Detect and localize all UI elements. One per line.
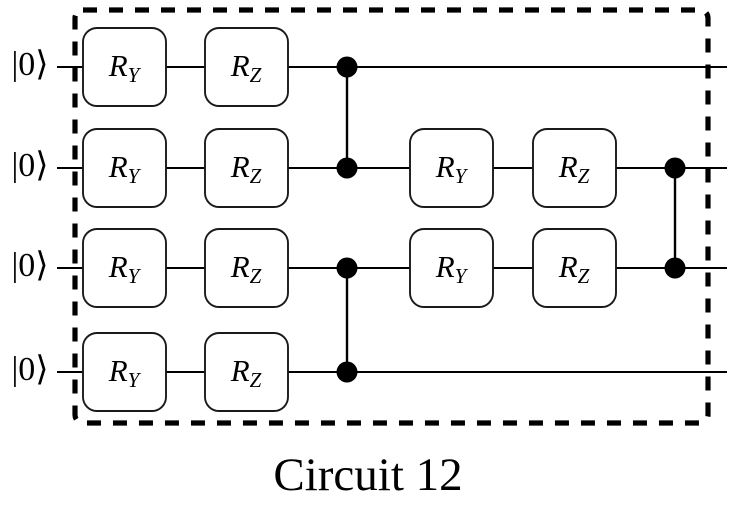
gate-ry-q2-c0[interactable]: RY bbox=[82, 228, 167, 308]
gate-rz-q2-c1[interactable]: RZ bbox=[204, 228, 289, 308]
gate-label: RY bbox=[108, 48, 142, 87]
gate-box[interactable] bbox=[82, 228, 167, 308]
gate-box[interactable] bbox=[204, 27, 289, 107]
cz-control-dot[interactable] bbox=[336, 257, 358, 279]
gate-box[interactable] bbox=[82, 27, 167, 107]
gate-label: RY bbox=[108, 249, 142, 288]
ket-label-qubit-2: |0⟩ bbox=[11, 247, 48, 284]
cz-target-dot[interactable] bbox=[336, 361, 358, 383]
gate-label: RZ bbox=[230, 48, 262, 87]
gate-symbol: R bbox=[230, 353, 250, 388]
figure-caption: Circuit 12 bbox=[273, 449, 462, 501]
gate-symbol: R bbox=[108, 149, 128, 184]
cz-gate-cz2[interactable] bbox=[664, 157, 686, 279]
gate-symbol: R bbox=[230, 149, 250, 184]
gate-label: RY bbox=[108, 353, 142, 392]
gate-symbol: R bbox=[558, 149, 578, 184]
cz-target-dot[interactable] bbox=[664, 257, 686, 279]
gate-symbol: R bbox=[108, 249, 128, 284]
gate-label: RY bbox=[108, 149, 142, 188]
gate-symbol: R bbox=[108, 48, 128, 83]
gate-label: RZ bbox=[558, 149, 590, 188]
gate-label: RZ bbox=[558, 249, 590, 288]
gate-symbol: R bbox=[230, 48, 250, 83]
gate-box[interactable] bbox=[204, 332, 289, 412]
gate-label: RZ bbox=[230, 149, 262, 188]
gate-rz-q1-c1[interactable]: RZ bbox=[204, 128, 289, 208]
gate-subscript: Y bbox=[128, 264, 142, 288]
gate-subscript: Y bbox=[128, 368, 142, 392]
gate-subscript: Z bbox=[250, 63, 262, 87]
gate-symbol: R bbox=[435, 249, 455, 284]
gate-label: RY bbox=[435, 249, 469, 288]
gate-ry-q0-c0[interactable]: RY bbox=[82, 27, 167, 107]
gate-box[interactable] bbox=[204, 228, 289, 308]
cz-control-dot[interactable] bbox=[336, 56, 358, 78]
gate-rz-q1-c4[interactable]: RZ bbox=[532, 128, 617, 208]
cz-target-dot[interactable] bbox=[336, 157, 358, 179]
qubit-init-labels: |0⟩ |0⟩ |0⟩ |0⟩ bbox=[11, 46, 48, 388]
qubit-wires bbox=[57, 66, 727, 373]
gate-symbol: R bbox=[230, 249, 250, 284]
cz-control-dot[interactable] bbox=[664, 157, 686, 179]
gate-box[interactable] bbox=[204, 128, 289, 208]
gate-box[interactable] bbox=[409, 128, 494, 208]
gate-subscript: Z bbox=[250, 264, 262, 288]
gate-box[interactable] bbox=[409, 228, 494, 308]
gate-rz-q0-c1[interactable]: RZ bbox=[204, 27, 289, 107]
gate-box[interactable] bbox=[532, 228, 617, 308]
gate-rz-q3-c1[interactable]: RZ bbox=[204, 332, 289, 412]
gate-subscript: Z bbox=[578, 164, 590, 188]
ket-label-qubit-1: |0⟩ bbox=[11, 147, 48, 184]
ket-label-qubit-3: |0⟩ bbox=[11, 351, 48, 388]
gate-subscript: Y bbox=[128, 164, 142, 188]
gate-label: RZ bbox=[230, 249, 262, 288]
gate-subscript: Y bbox=[128, 63, 142, 87]
gate-ry-q1-c3[interactable]: RY bbox=[409, 128, 494, 208]
gate-subscript: Z bbox=[578, 264, 590, 288]
gate-subscript: Y bbox=[455, 164, 469, 188]
cz-gate-cz1[interactable] bbox=[336, 257, 358, 383]
gate-symbol: R bbox=[435, 149, 455, 184]
gate-symbol: R bbox=[108, 353, 128, 388]
gate-box[interactable] bbox=[82, 128, 167, 208]
gate-label: RZ bbox=[230, 353, 262, 392]
gate-box[interactable] bbox=[82, 332, 167, 412]
gate-ry-q1-c0[interactable]: RY bbox=[82, 128, 167, 208]
repeat-block-dashed-frame bbox=[72, 7, 711, 426]
gate-ry-q2-c3[interactable]: RY bbox=[409, 228, 494, 308]
gate-subscript: Y bbox=[455, 264, 469, 288]
gate-subscript: Z bbox=[250, 164, 262, 188]
cz-gate-cz0[interactable] bbox=[336, 56, 358, 179]
gate-rz-q2-c4[interactable]: RZ bbox=[532, 228, 617, 308]
gate-symbol: R bbox=[558, 249, 578, 284]
ket-label-qubit-0: |0⟩ bbox=[11, 46, 48, 83]
gate-ry-q3-c0[interactable]: RY bbox=[82, 332, 167, 412]
gate-subscript: Z bbox=[250, 368, 262, 392]
gate-box[interactable] bbox=[532, 128, 617, 208]
gate-label: RY bbox=[435, 149, 469, 188]
